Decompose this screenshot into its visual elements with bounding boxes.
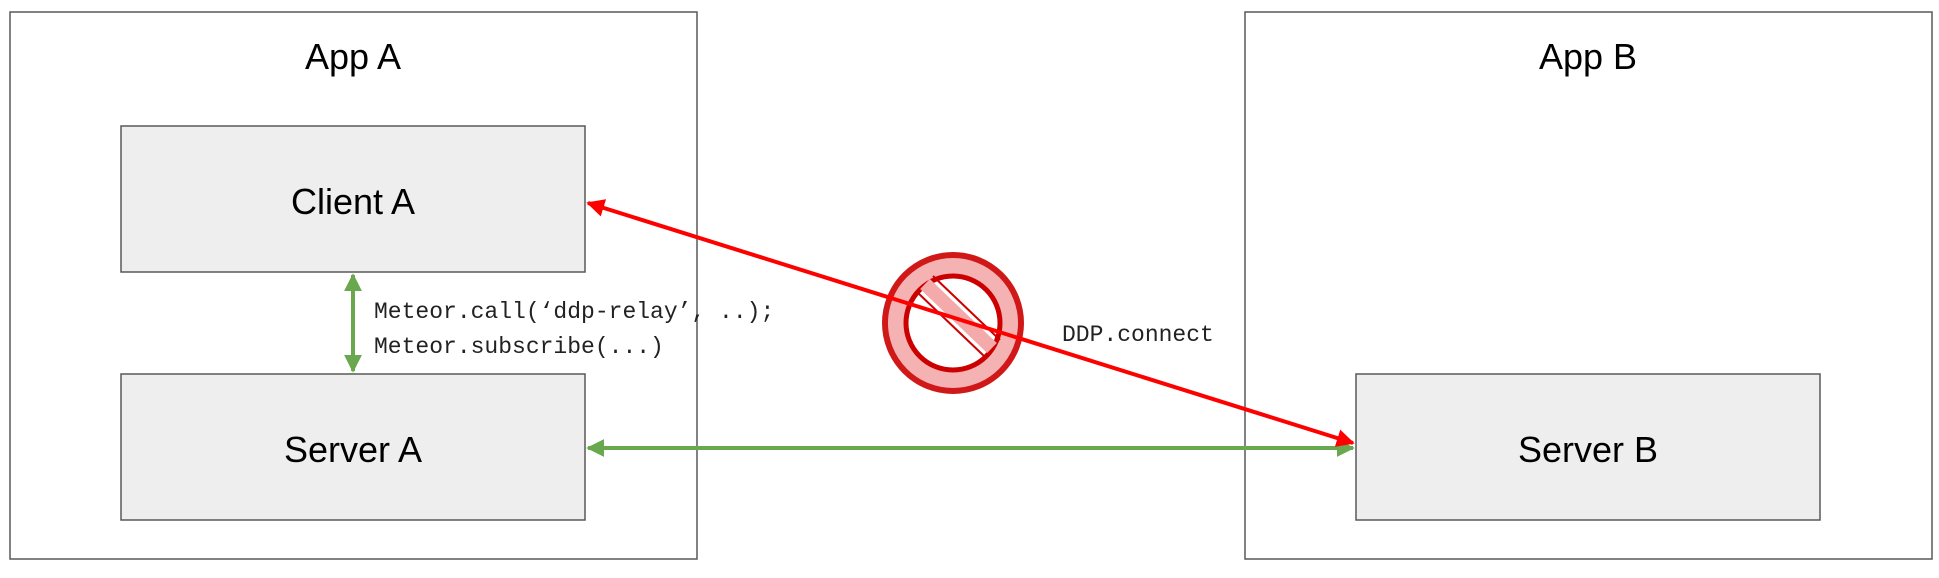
- server-b-box: Server B: [1355, 373, 1821, 521]
- meteor-call-label: Meteor.call(‘ddp-relay’, ..);: [374, 299, 774, 325]
- client-a-label: Client A: [291, 181, 415, 222]
- client-a-server-b-blocked-arrow: [586, 199, 1355, 447]
- ddp-connect-label: DDP.connect: [1062, 322, 1214, 348]
- app-b-title: App B: [1539, 36, 1637, 77]
- server-a-box: Server A: [120, 373, 586, 521]
- meteor-subscribe-label: Meteor.subscribe(...): [374, 334, 664, 360]
- prohibited-icon: [882, 252, 1024, 394]
- server-b-label: Server B: [1518, 429, 1658, 470]
- app-a-title: App A: [305, 36, 401, 77]
- client-a-box: Client A: [120, 125, 586, 273]
- server-a-label: Server A: [284, 429, 422, 470]
